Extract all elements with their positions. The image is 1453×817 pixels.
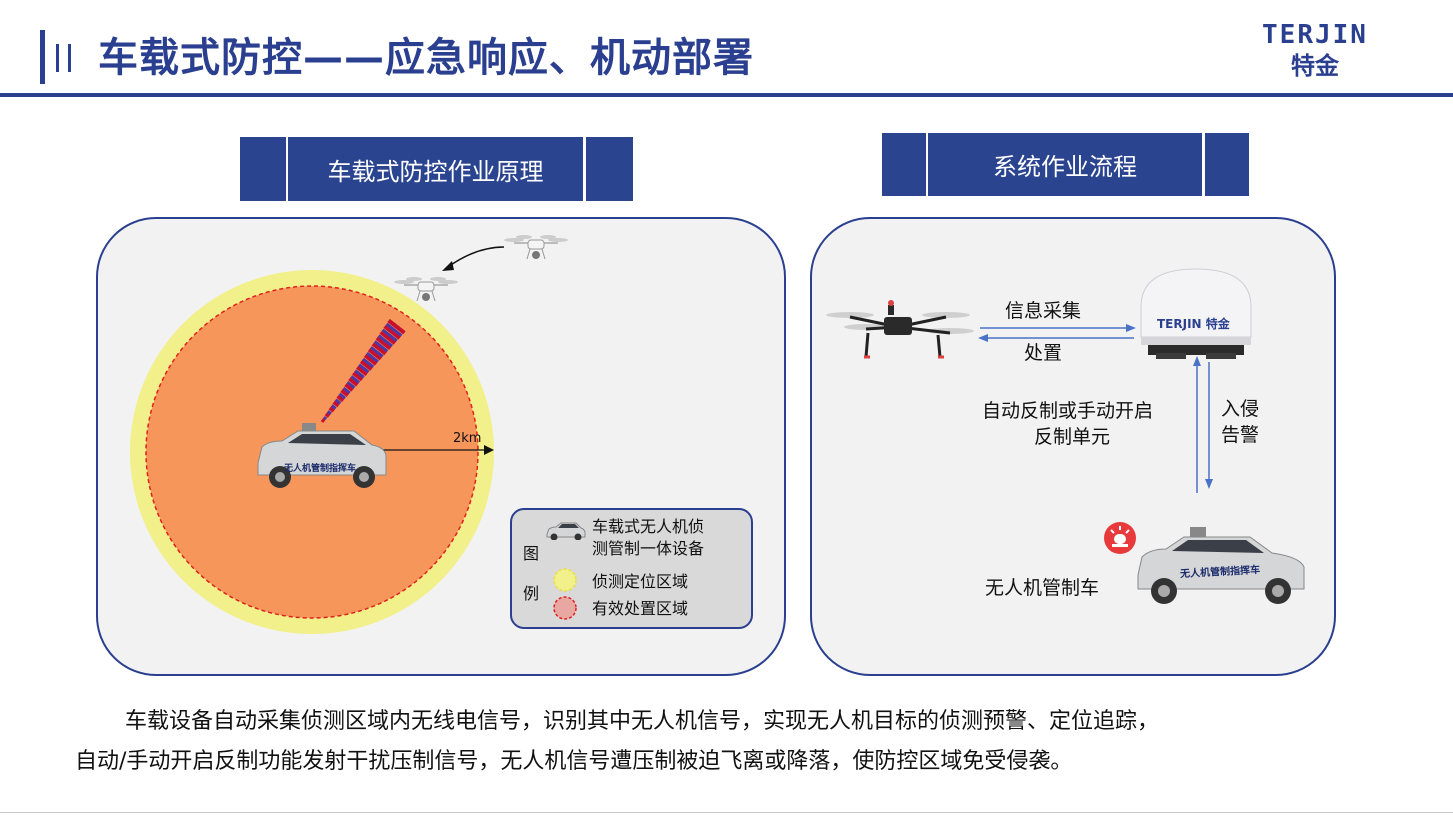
drone-icon	[826, 300, 974, 359]
title-accent-bar	[56, 44, 59, 72]
drone-icon	[504, 235, 568, 260]
alarm-icon	[1104, 522, 1136, 554]
dispose-label: 处置	[1024, 342, 1063, 364]
footer-divider	[0, 812, 1453, 813]
counter-arrow-head	[1193, 356, 1201, 366]
detector-device-icon	[1140, 268, 1252, 359]
legend-item-device-line1: 车载式无人机侦	[592, 517, 705, 536]
legend-title-top: 图	[523, 544, 540, 563]
alert-label-line2: 告警	[1221, 424, 1260, 446]
legend-item-detection: 侦测定位区域	[592, 572, 689, 591]
title-accent-bar	[40, 30, 45, 84]
legend-vehicle-icon	[546, 522, 586, 540]
dispose-arrow-head	[978, 334, 988, 342]
range-label: 2km	[453, 431, 482, 446]
vehicle-label: 无人机管制车	[985, 577, 1100, 599]
tab-left-cap	[882, 133, 926, 196]
tab-operating-principle: 车载式防控作业原理	[288, 137, 583, 201]
coverage-diagram	[130, 235, 568, 634]
legend-item-device-line2: 测管制一体设备	[592, 539, 705, 558]
legend-title-bottom: 例	[523, 584, 540, 603]
legend-item-disposal: 有效处置区域	[592, 599, 689, 618]
counter-label-line1: 自动反制或手动开启	[982, 400, 1154, 422]
collect-arrow-head	[1126, 324, 1136, 332]
brand-logo-text: TERJIN	[1254, 22, 1376, 48]
vehicle-body-label: 无人机管制指挥车	[284, 464, 357, 474]
description-line1: 车载设备自动采集侦测区域内无线电信号，识别其中无人机信号，实现无人机目标的侦测预…	[125, 709, 1160, 734]
brand-logo-chinese: 特金	[1291, 52, 1339, 80]
title-accent-bar	[68, 44, 71, 72]
collect-label: 信息采集	[1005, 300, 1082, 322]
legend-detection-swatch	[553, 568, 577, 592]
control-vehicle-icon	[1137, 527, 1305, 604]
tab-system-workflow: 系统作业流程	[928, 133, 1202, 196]
command-vehicle-icon	[257, 423, 387, 488]
approach-arrow	[447, 246, 505, 268]
approach-arrow-head	[442, 261, 454, 271]
alert-label-line1: 入侵	[1221, 398, 1260, 420]
range-arrow-head	[484, 445, 494, 455]
description-line2: 自动/手动开启反制功能发射干扰压制信号，无人机信号遭压制被迫飞离或降落，使防控区…	[75, 749, 1073, 774]
detector-brand-label: TERJIN 特金	[1157, 317, 1230, 331]
tab-right-cap	[586, 137, 633, 201]
header-divider	[0, 93, 1453, 97]
tab-right-cap	[1205, 133, 1249, 196]
workflow-diagram	[826, 268, 1305, 604]
alert-arrow-head	[1205, 479, 1213, 489]
tab-left-cap	[240, 137, 286, 201]
page-title: 车载式防控——应急响应、机动部署	[98, 35, 754, 81]
drone-icon	[394, 277, 458, 302]
legend-disposal-swatch	[553, 596, 577, 620]
counter-label-line2: 反制单元	[1034, 426, 1111, 448]
jamming-beam	[320, 318, 406, 423]
